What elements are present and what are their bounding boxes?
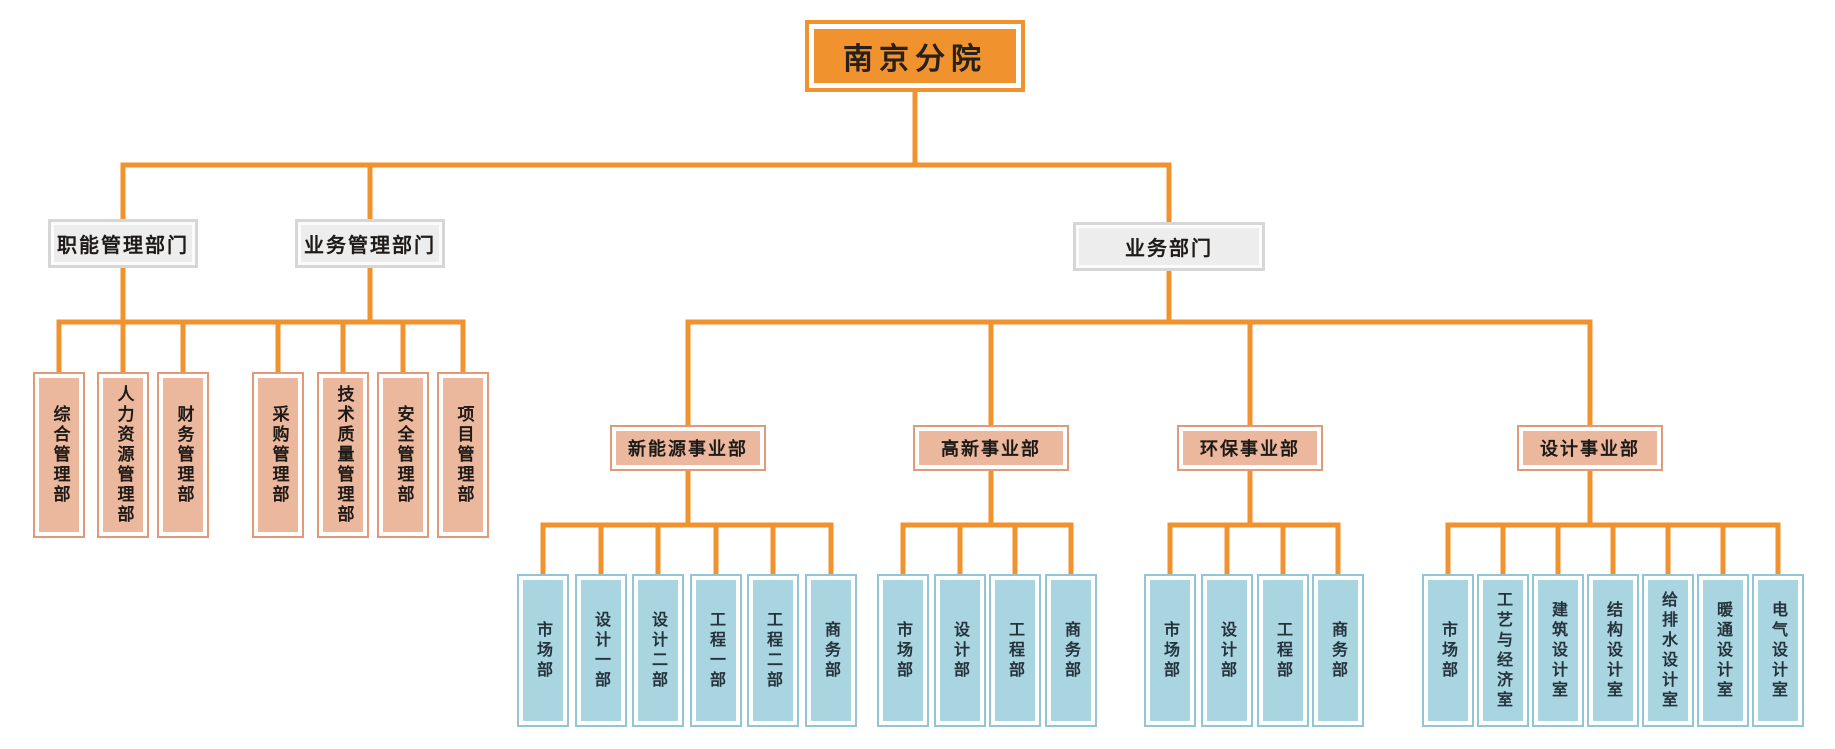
node-sj-architecture-design-room: 建筑设计室 [1532,574,1584,727]
node-label: 工程二部 [764,610,783,691]
node-label: 电气设计室 [1769,600,1788,701]
node-label: 设计部 [951,620,970,681]
node-sj-plumbing-design-room: 给排水设计室 [1642,574,1694,727]
node-label: 技术质量管理部 [333,385,354,525]
node-tech-quality-management: 技术质量管理部 [317,372,369,538]
node-sj-market-dept: 市场部 [1422,574,1474,727]
node-label: 市场部 [894,620,913,681]
node-label: 建筑设计室 [1549,600,1568,701]
node-label: 综合管理部 [49,405,70,505]
node-ne-market-dept: 市场部 [517,574,569,727]
node-label: 工程一部 [707,610,726,691]
node-hb-commerce-dept: 商务部 [1312,574,1364,727]
node-label: 采购管理部 [268,405,289,505]
node-label: 设计二部 [649,610,668,691]
node-hightech-division: 高新事业部 [913,425,1069,471]
node-label: 职能管理部门 [57,233,189,257]
node-label: 暖通设计室 [1714,600,1733,701]
node-label: 工程部 [1274,620,1293,681]
node-label: 市场部 [1439,620,1458,681]
node-label: 业务管理部门 [304,233,436,257]
node-functional-management-depts: 职能管理部门 [48,219,198,268]
node-label: 市场部 [534,620,553,681]
node-sj-process-economy-room: 工艺与经济室 [1477,574,1529,727]
node-gx-market-dept: 市场部 [877,574,929,727]
node-label: 高新事业部 [941,439,1041,460]
node-label: 设计一部 [592,610,611,691]
node-label: 结构设计室 [1604,600,1623,701]
node-new-energy-division: 新能源事业部 [610,425,766,471]
node-label: 工艺与经济室 [1494,590,1513,711]
node-hb-market-dept: 市场部 [1144,574,1196,727]
node-ne-design-dept-2: 设计二部 [632,574,684,727]
node-label: 财务管理部 [173,405,194,505]
node-label: 人力资源管理部 [113,385,134,525]
node-environmental-division: 环保事业部 [1177,425,1323,471]
node-hr-management: 人力资源管理部 [97,372,149,538]
node-label: 市场部 [1161,620,1180,681]
node-ne-engineering-dept-2: 工程二部 [747,574,799,727]
node-label: 项目管理部 [453,405,474,505]
node-finance-management: 财务管理部 [157,372,209,538]
node-label: 商务部 [822,620,841,681]
node-sj-structure-design-room: 结构设计室 [1587,574,1639,727]
node-hb-engineering-dept: 工程部 [1257,574,1309,727]
node-label: 南京分院 [843,42,987,77]
node-gx-commerce-dept: 商务部 [1045,574,1097,727]
node-nanjing-branch: 南京分院 [805,20,1025,92]
node-label: 业务部门 [1125,236,1213,260]
node-gx-design-dept: 设计部 [934,574,986,727]
node-label: 新能源事业部 [628,439,748,460]
node-design-division: 设计事业部 [1517,425,1663,471]
node-general-management: 综合管理部 [33,372,85,538]
node-sj-electrical-design-room: 电气设计室 [1752,574,1804,727]
node-ne-engineering-dept-1: 工程一部 [690,574,742,727]
node-label: 工程部 [1006,620,1025,681]
node-ne-commerce-dept: 商务部 [805,574,857,727]
node-label: 商务部 [1329,620,1348,681]
node-project-management: 项目管理部 [437,372,489,538]
node-label: 安全管理部 [393,405,414,505]
node-business-management-depts: 业务管理部门 [295,219,445,268]
node-safety-management: 安全管理部 [377,372,429,538]
node-business-depts: 业务部门 [1073,222,1265,271]
connector-path [56,89,1781,577]
node-label: 给排水设计室 [1659,590,1678,711]
node-sj-hvac-design-room: 暖通设计室 [1697,574,1749,727]
node-label: 设计事业部 [1540,439,1640,460]
node-label: 设计部 [1218,620,1237,681]
node-label: 商务部 [1062,620,1081,681]
node-label: 环保事业部 [1200,439,1300,460]
node-procurement-management: 采购管理部 [252,372,304,538]
node-gx-engineering-dept: 工程部 [989,574,1041,727]
node-hb-design-dept: 设计部 [1201,574,1253,727]
node-ne-design-dept-1: 设计一部 [575,574,627,727]
